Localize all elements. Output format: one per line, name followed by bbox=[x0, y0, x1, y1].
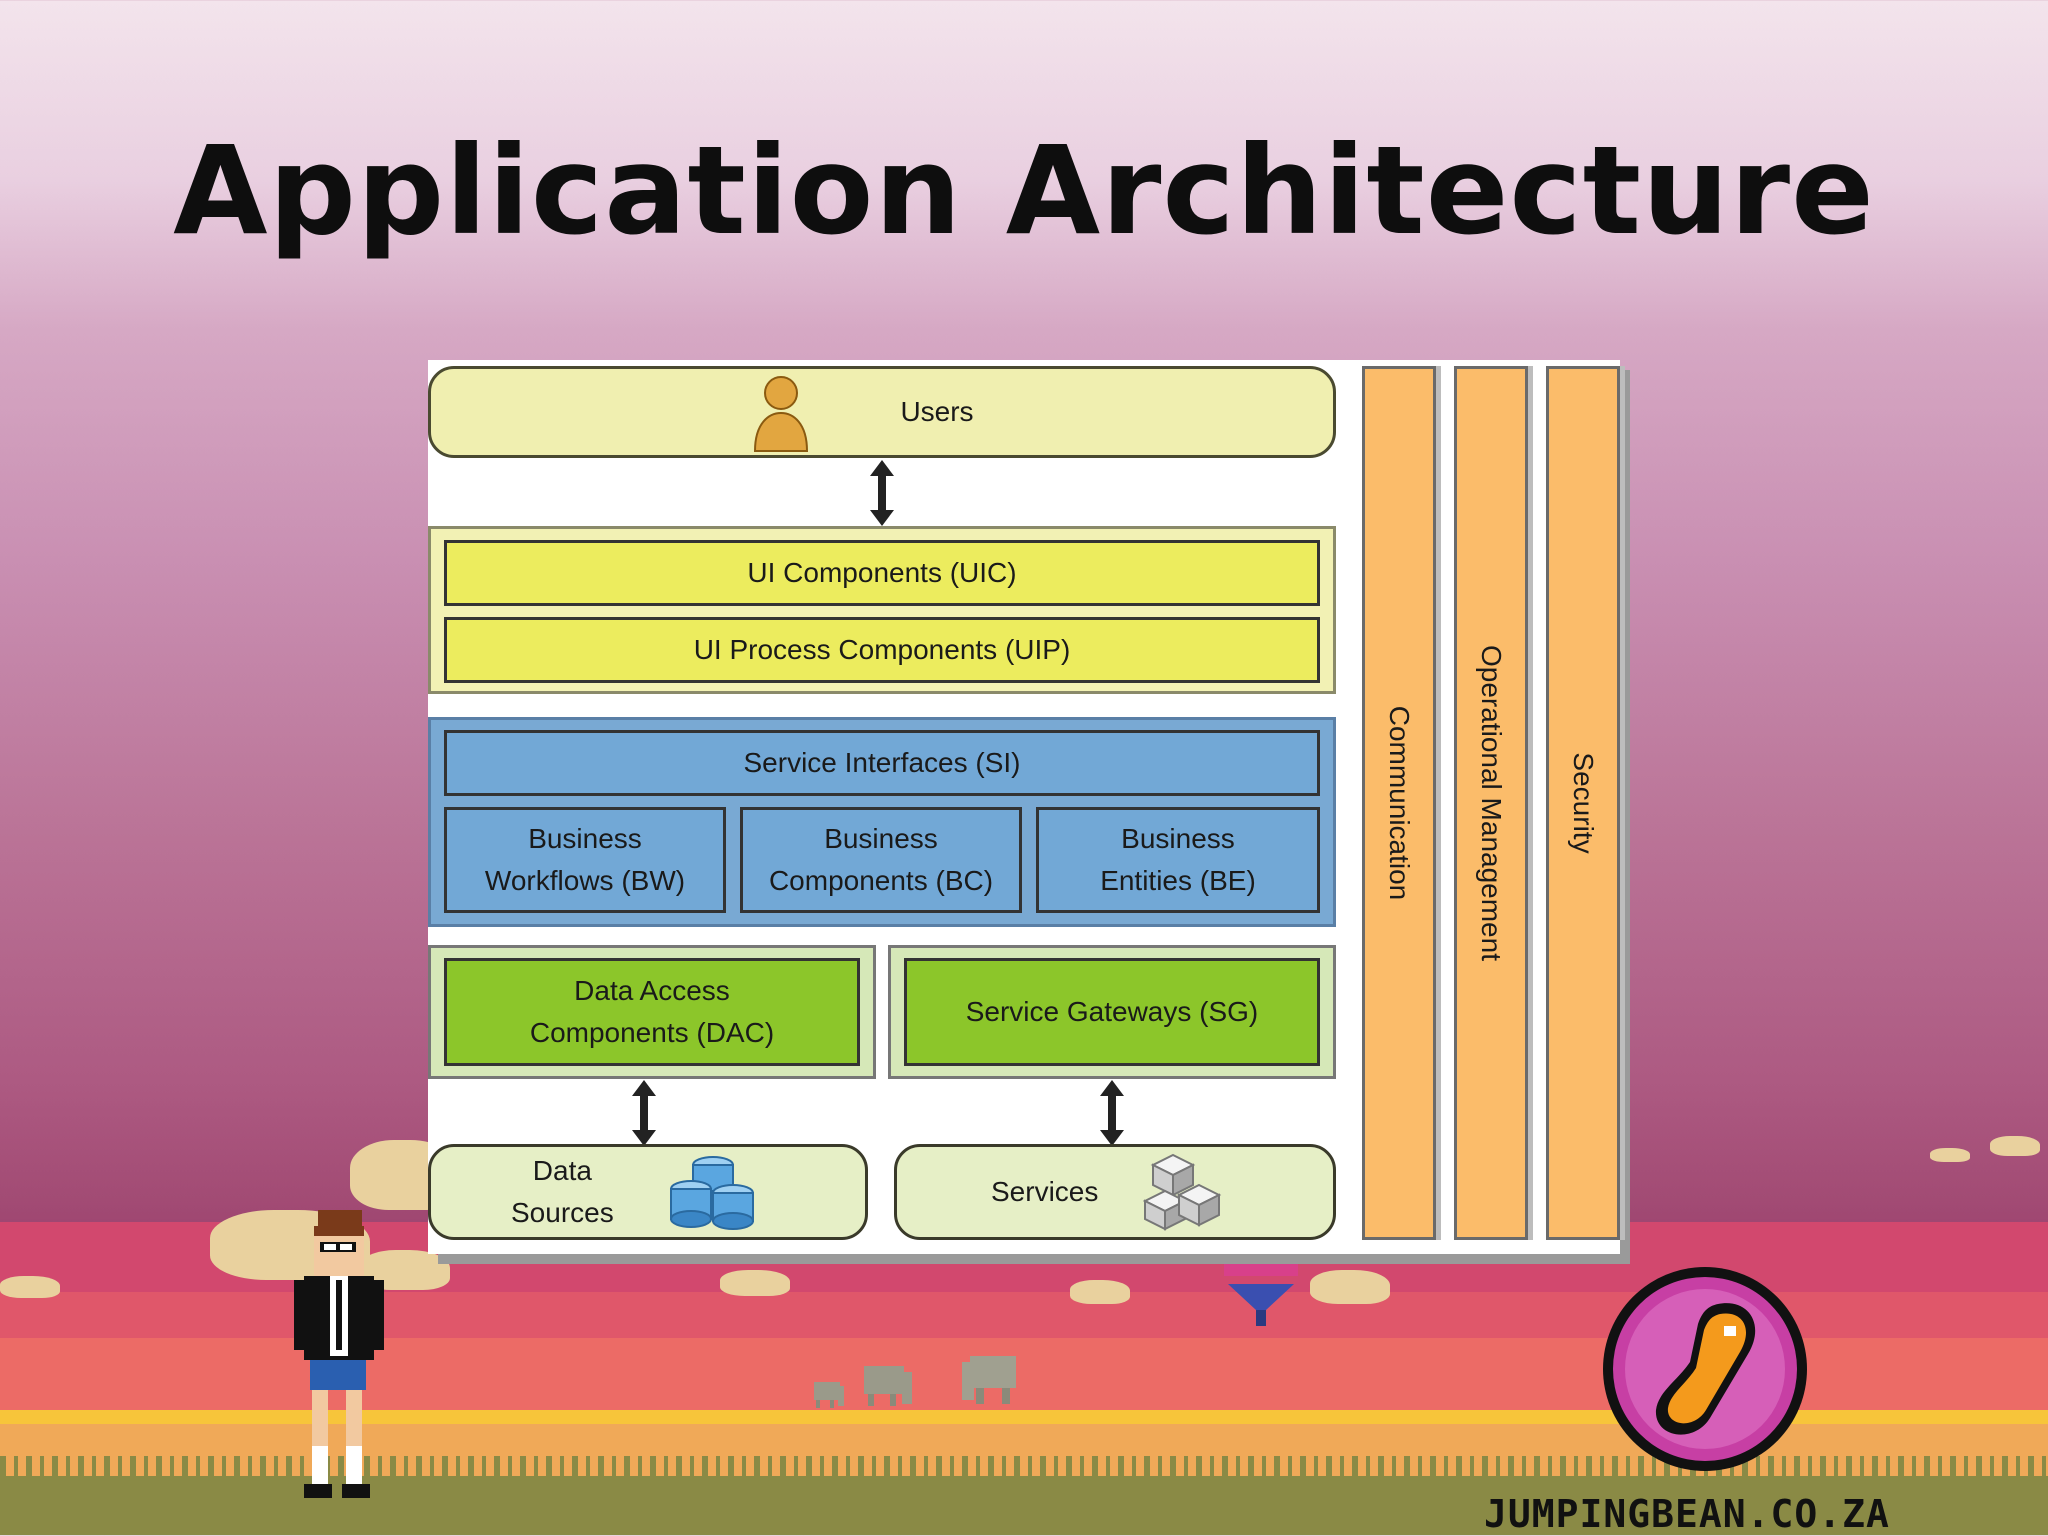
elephant-icon bbox=[962, 1356, 1016, 1404]
cubes-icon bbox=[1143, 1153, 1222, 1231]
elephant-icon bbox=[814, 1382, 844, 1408]
data-sources-line: Sources bbox=[511, 1197, 614, 1228]
ui-components-box: UI Components (UIC) bbox=[444, 540, 1320, 606]
ui-process-components-box: UI Process Components (UIP) bbox=[444, 617, 1320, 683]
elephant-icon bbox=[864, 1366, 912, 1406]
user-icon bbox=[753, 376, 809, 452]
double-arrow-icon bbox=[870, 460, 894, 526]
architecture-diagram: Users UI Components (UIC) UI Process Com… bbox=[428, 360, 1620, 1254]
security-label: Security bbox=[1568, 752, 1599, 854]
landscape-band bbox=[0, 1410, 2048, 1424]
service-interfaces-box: Service Interfaces (SI) bbox=[444, 730, 1320, 796]
communication-bar: Communication bbox=[1362, 366, 1436, 1240]
business-workflows-line: Workflows (BW) bbox=[484, 865, 686, 896]
business-entities-line: Entities (BE) bbox=[1100, 865, 1256, 896]
grass-strip bbox=[0, 1456, 2048, 1476]
database-icon bbox=[670, 1156, 754, 1230]
cloud bbox=[1310, 1270, 1390, 1304]
cloud bbox=[0, 1276, 60, 1298]
cloud bbox=[1930, 1148, 1970, 1162]
business-workflows-line: Business bbox=[528, 823, 642, 854]
operational-management-label: Operational Management bbox=[1476, 645, 1507, 961]
data-access-line: Components (DAC) bbox=[529, 1017, 775, 1048]
double-arrow-icon bbox=[1100, 1080, 1124, 1146]
users-label: Users bbox=[900, 396, 974, 427]
double-arrow-icon bbox=[632, 1080, 656, 1146]
users-box: Users bbox=[428, 366, 1336, 458]
cloud bbox=[1070, 1280, 1130, 1304]
business-components-line: Business bbox=[824, 823, 938, 854]
brand-url[interactable]: JUMPINGBEAN.CO.ZA bbox=[1484, 1492, 1890, 1536]
jumping-bean-logo-icon bbox=[1603, 1267, 1807, 1471]
communication-label: Communication bbox=[1384, 705, 1415, 901]
data-sources-line: Data bbox=[532, 1155, 592, 1186]
business-entities-line: Business bbox=[1121, 823, 1235, 854]
services-box: Services bbox=[894, 1144, 1336, 1240]
data-access-line: Data Access bbox=[574, 975, 730, 1006]
business-components-line: Components (BC) bbox=[768, 865, 994, 896]
landscape-band bbox=[0, 1466, 2048, 1535]
balloon-icon bbox=[1224, 1262, 1298, 1326]
pixel-character-icon bbox=[294, 1210, 384, 1498]
service-gateways-box: Service Gateways (SG) bbox=[904, 958, 1320, 1066]
security-bar: Security bbox=[1546, 366, 1620, 1240]
services-label: Services bbox=[991, 1176, 1099, 1207]
page-title: Application Architecture bbox=[173, 120, 1875, 262]
cloud bbox=[720, 1270, 790, 1296]
cloud bbox=[1990, 1136, 2040, 1156]
operational-management-bar: Operational Management bbox=[1454, 366, 1528, 1240]
